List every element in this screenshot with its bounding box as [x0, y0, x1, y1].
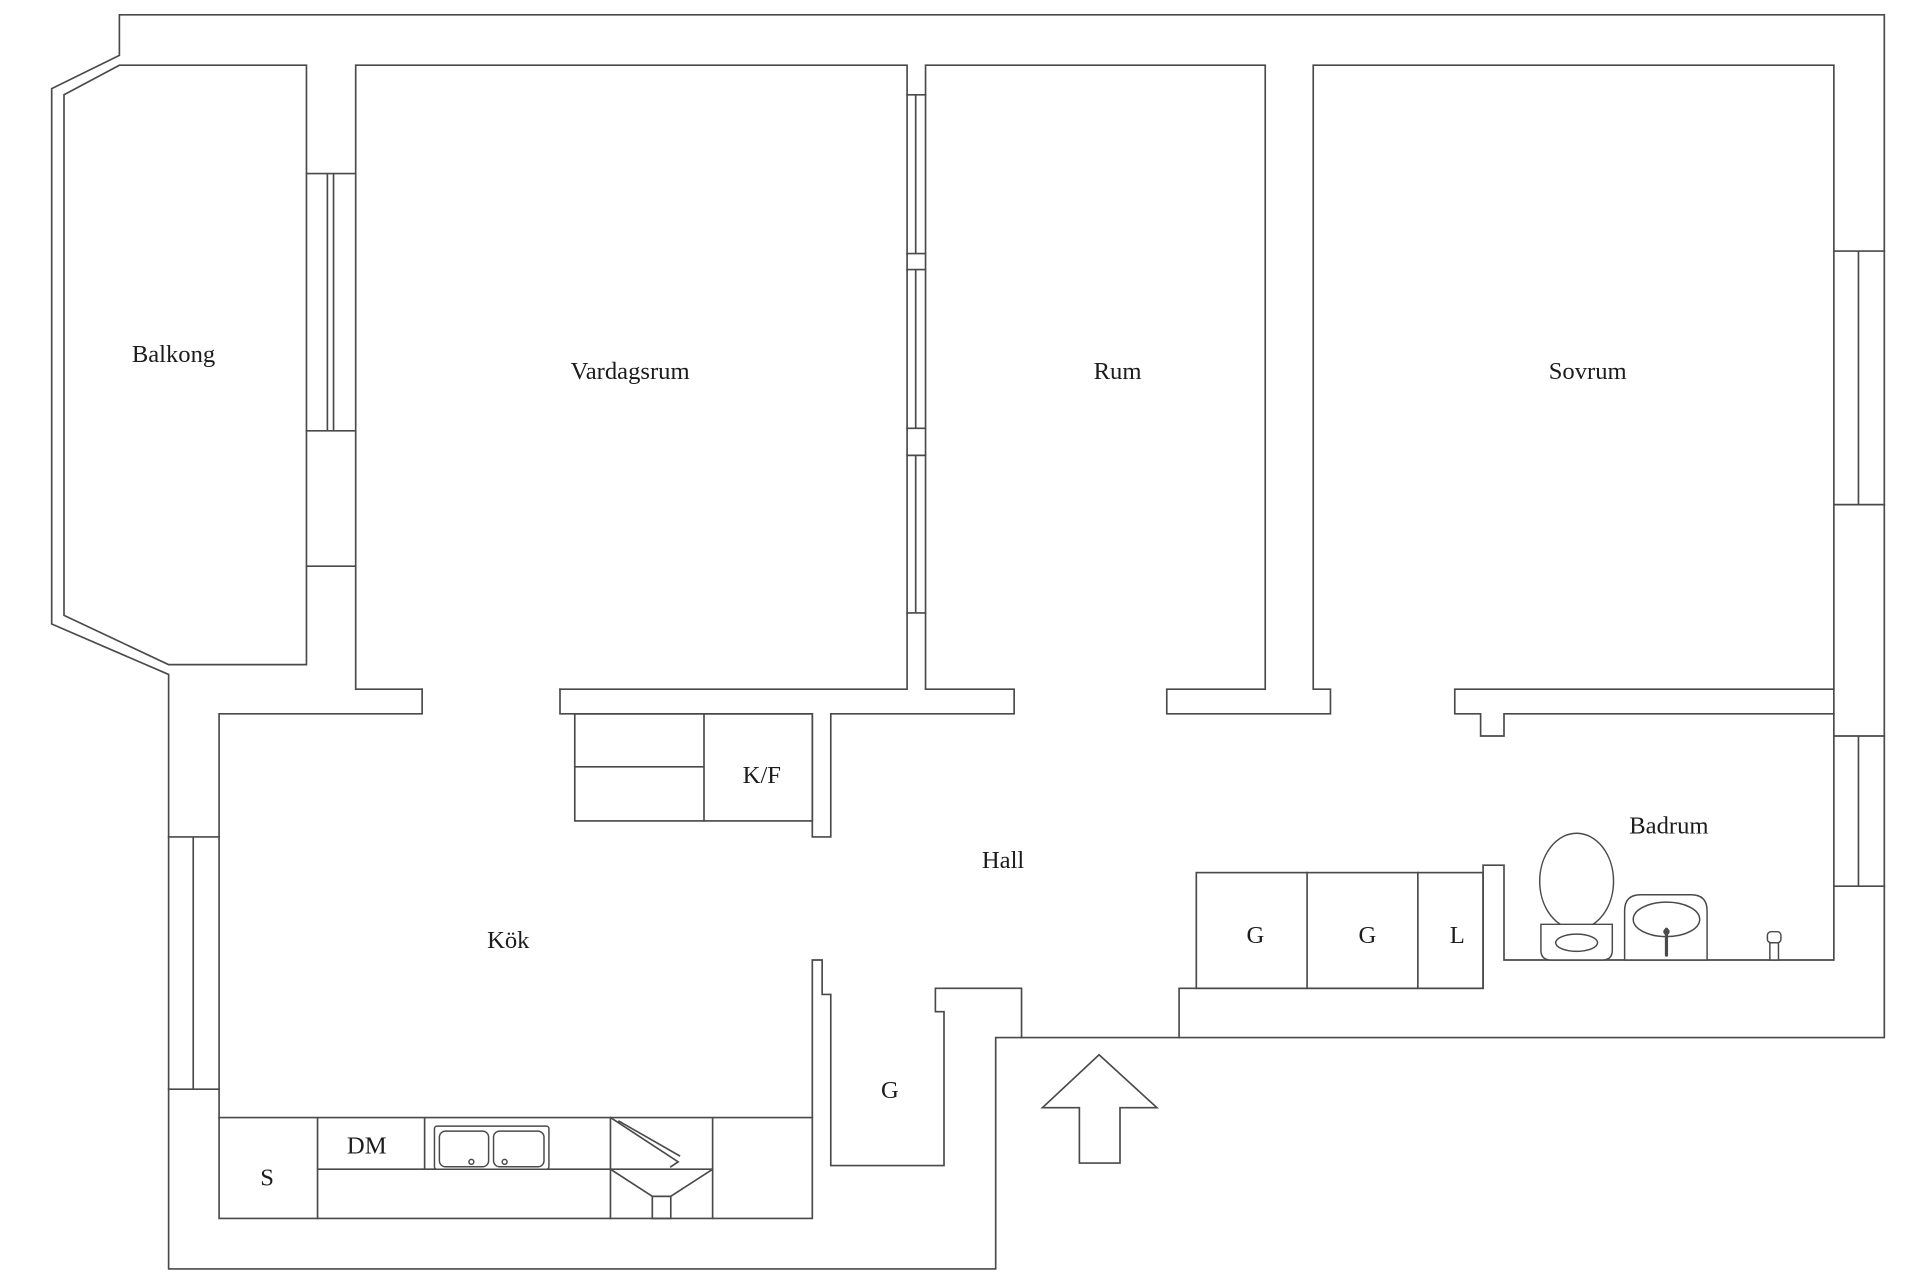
hall-wardrobes — [1195, 871, 1484, 990]
room-label-badrum: Badrum — [1629, 812, 1708, 839]
window-badrum — [1833, 735, 1886, 887]
towel-heater-icon — [1766, 930, 1782, 961]
hall-wardrobe-dividers — [1306, 871, 1419, 990]
windows — [167, 172, 1886, 1091]
toilet-bowl — [1538, 832, 1615, 930]
balkong-outline — [63, 64, 308, 666]
kitchen-label-s: S — [260, 1164, 274, 1191]
sovrum-badrum-wall — [1453, 688, 1835, 737]
glass-partition — [906, 93, 927, 614]
room-label-kok: Kök — [487, 927, 530, 954]
window-sovrum — [1833, 250, 1886, 506]
storage-label-kf: K/F — [743, 762, 781, 789]
sink-basin-left — [438, 1130, 490, 1168]
vardagsrum-outline — [354, 64, 908, 691]
room-label-balkong: Balkong — [132, 341, 215, 368]
center-wall — [559, 688, 1015, 838]
arrow-up-icon — [1040, 1053, 1160, 1164]
rum-sovrum-badrum-outline — [924, 64, 1835, 1039]
hood-duct — [651, 1195, 672, 1220]
kitchen-fixtures — [218, 1116, 814, 1220]
hood-panel — [609, 1116, 681, 1168]
toilet-icon — [1538, 832, 1615, 961]
sink-basin-right — [492, 1130, 545, 1168]
hood-funnel — [609, 1168, 714, 1198]
room-label-rum: Rum — [1094, 358, 1142, 385]
room-label-hall: Hall — [982, 847, 1025, 874]
room-label-sovrum: Sovrum — [1549, 358, 1627, 385]
washbasin-icon — [1623, 894, 1708, 961]
towel-heater-head — [1766, 930, 1782, 944]
kok-outline — [218, 688, 1023, 1220]
storage-label-hall-closet-1: G — [1246, 922, 1264, 949]
sink-drain-left — [468, 1158, 475, 1166]
storage-label-entry-closet: G — [881, 1077, 899, 1104]
room-label-vardagsrum: Vardagsrum — [571, 358, 690, 385]
double-sink-icon — [433, 1125, 550, 1170]
bathroom-fixtures — [1538, 832, 1782, 961]
towel-heater-base — [1769, 942, 1780, 961]
window-balkong — [305, 172, 357, 432]
toilet-tank-lid — [1554, 933, 1599, 953]
kitchen-label-dishwasher: DM — [347, 1132, 387, 1159]
storage — [573, 713, 1484, 990]
storage-label-hall-closet-2: G — [1358, 922, 1376, 949]
labels: Balkong Vardagsrum Rum Sovrum Hall Kök B… — [132, 341, 1709, 1191]
washbasin-tap-head — [1663, 928, 1670, 935]
kf-cabinet-dividers — [573, 713, 705, 822]
range-hood-icon — [609, 1116, 714, 1220]
sink-drain-right — [501, 1158, 508, 1166]
storage-label-linen: L — [1450, 922, 1465, 949]
window-kok — [167, 836, 220, 1091]
exterior-wall — [50, 13, 1886, 1270]
